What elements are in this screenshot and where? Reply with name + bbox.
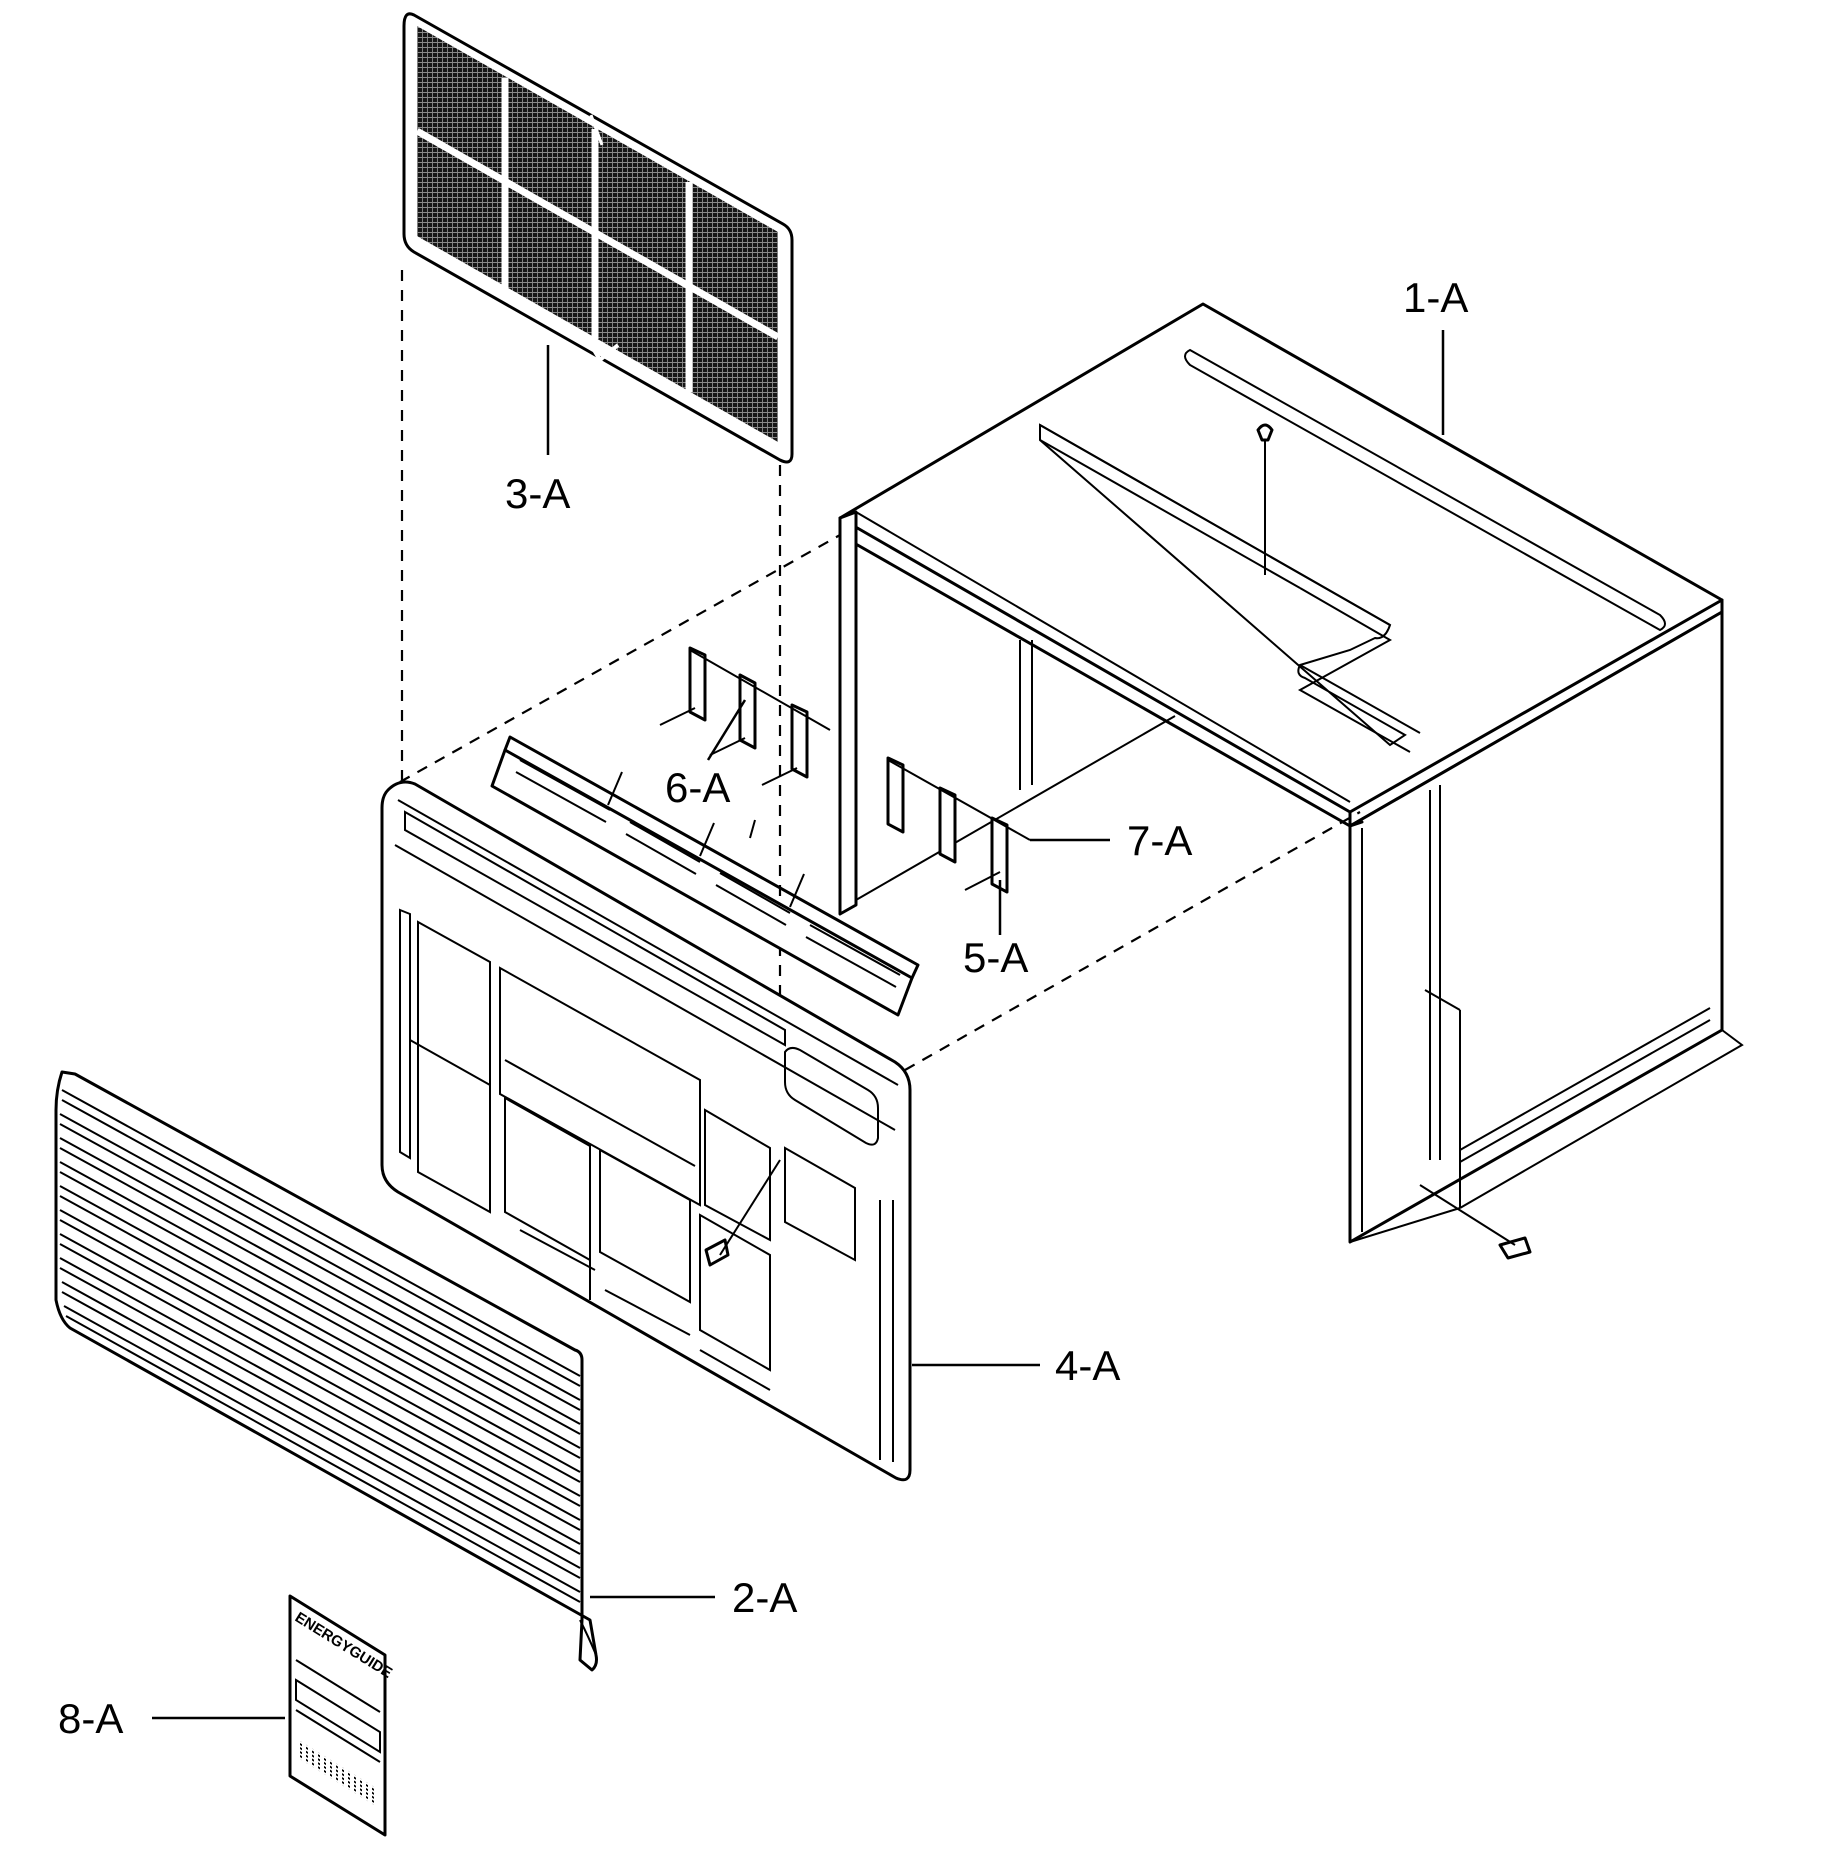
vertical-louvers-left <box>659 646 831 786</box>
label-front-grille: 2-A <box>732 1574 797 1621</box>
energy-guide-label: ENERGYGUIDE <box>288 1594 395 1837</box>
label-air-filter: 3-A <box>505 470 570 517</box>
front-grille <box>54 1070 598 1672</box>
air-filter <box>402 12 794 464</box>
label-energy-guide: 8-A <box>58 1695 123 1742</box>
part-labels: 1-A 3-A 6-A 7-A 5-A 4-A 2-A 8-A <box>58 274 1468 1742</box>
label-vertical-louvers-right: 5-A <box>963 934 1028 981</box>
label-cabinet: 1-A <box>1403 274 1468 321</box>
front-frame <box>380 780 912 1482</box>
label-louver-link-rod: 7-A <box>1127 817 1192 864</box>
discharge-louver <box>490 735 920 1017</box>
cabinet <box>838 302 1744 1260</box>
leader-lines <box>152 330 1445 1720</box>
vertical-louvers-right <box>749 756 1031 894</box>
alignment-dashes <box>399 270 1361 1071</box>
label-front-frame: 4-A <box>1055 1342 1120 1389</box>
label-vertical-louvers-left: 6-A <box>665 764 730 811</box>
